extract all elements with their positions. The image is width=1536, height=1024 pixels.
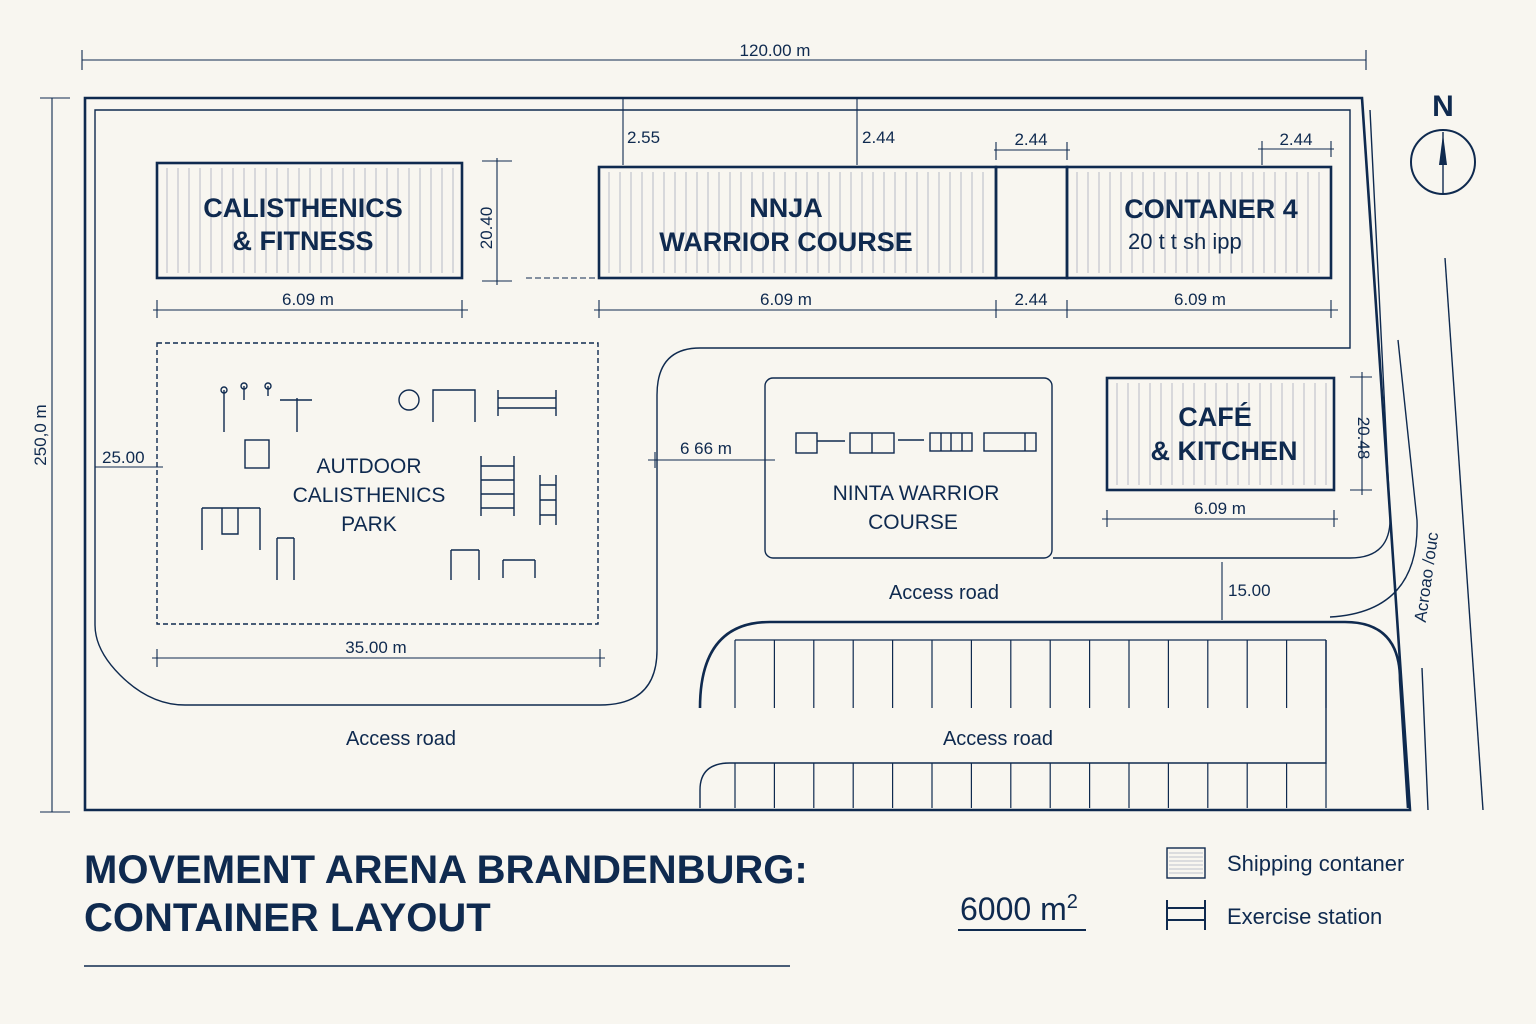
dim-label: 15.00: [1228, 581, 1271, 600]
dim-label: 2.44: [862, 128, 895, 147]
dim-label: 6.09 m: [1174, 290, 1226, 309]
container-sublabel: 20 t t sh ipp: [1128, 229, 1242, 254]
access-road-label: Access road: [889, 582, 999, 604]
dim-label: 2.44: [1014, 290, 1047, 309]
right-road-outer-edge: [1329, 339, 1418, 618]
parking-border: [698, 620, 1410, 809]
compass-label: N: [1432, 90, 1454, 123]
dim-label: 35.00 m: [345, 638, 406, 657]
page-subtitle: CONTAINER LAYOUT: [84, 896, 491, 940]
north-arrow-icon: [1439, 134, 1447, 165]
shipping-container-icon: [1166, 847, 1206, 879]
outdoor-park-area[interactable]: [156, 342, 599, 625]
container-stripes: [166, 168, 1327, 485]
park-label: AUTDOOR: [317, 455, 422, 478]
container-label: WARRIOR COURSE: [659, 227, 913, 257]
overall-length-label: 250,0 m: [31, 404, 50, 465]
dim-label: 20.48: [1354, 417, 1373, 460]
overall-width-dimension: 120.00 m: [81, 41, 1367, 70]
park-label: PARK: [341, 513, 397, 536]
container-gap: [994, 165, 1069, 280]
dim-label: 25.00: [102, 448, 145, 467]
dim-label: 2.44: [1014, 130, 1047, 149]
container-label: CAFÉ: [1178, 401, 1252, 432]
parking-lower-border: [699, 640, 1327, 808]
dim-label: 20.40: [477, 207, 496, 250]
container-calisthenics[interactable]: [155, 161, 464, 280]
legend: Shipping contaner Exercise station: [1166, 847, 1404, 930]
area-value: 6000 m: [960, 891, 1067, 927]
park-label: CALISTHENICS: [293, 484, 446, 507]
container-4[interactable]: [1065, 165, 1333, 280]
dim-label: 6.09 m: [1194, 499, 1246, 518]
dim-label: 6 66 m: [680, 439, 732, 458]
ninja-course-label: COURSE: [868, 511, 958, 534]
access-road-label: Access road: [346, 728, 456, 750]
svg-text:6000 m2: 6000 m2: [960, 891, 1078, 927]
container-dimensions: 6.09 m 20.40 2.55 2.44 2.44 2.44 6.09 m …: [95, 98, 1373, 667]
container-label: NNJA: [749, 193, 823, 223]
north-compass: N: [1410, 90, 1476, 195]
street-edge: [1444, 257, 1484, 811]
container-label: CONTANER 4: [1124, 194, 1298, 224]
dim-label: 6.09 m: [760, 290, 812, 309]
access-road-label: Access road: [943, 728, 1053, 750]
inner-road-boundary: [94, 109, 1351, 706]
right-road-edge: [1053, 109, 1391, 559]
container-label: CALISTHENICS: [203, 193, 403, 223]
legend-label: Shipping contaner: [1227, 851, 1404, 876]
ninja-course-area[interactable]: [764, 377, 1053, 559]
container-label: & FITNESS: [232, 226, 373, 256]
overall-width-label: 120.00 m: [740, 41, 811, 60]
total-area: 6000 m2: [958, 891, 1086, 931]
area-unit-exponent: 2: [1067, 891, 1078, 913]
exercise-station-icons: [201, 382, 557, 580]
site-boundary: [83, 96, 1412, 812]
ninja-course-label: NINTA WARRIOR: [833, 482, 1000, 505]
parking-stalls: [734, 639, 1327, 808]
street-edge-inner: [1421, 667, 1429, 811]
exercise-station-icon: [1166, 900, 1206, 930]
container-cafe[interactable]: [1105, 376, 1336, 492]
dim-label: 2.55: [627, 128, 660, 147]
dim-label: 2.44: [1279, 130, 1312, 149]
overall-length-dimension: 250,0 m: [31, 97, 70, 813]
container-label: & KITCHEN: [1151, 436, 1298, 466]
legend-label: Exercise station: [1227, 904, 1382, 929]
page-title: MOVEMENT ARENA BRANDENBURG:: [84, 848, 808, 892]
dim-label: 6.09 m: [282, 290, 334, 309]
ninja-obstacle-icons: [795, 432, 1037, 454]
